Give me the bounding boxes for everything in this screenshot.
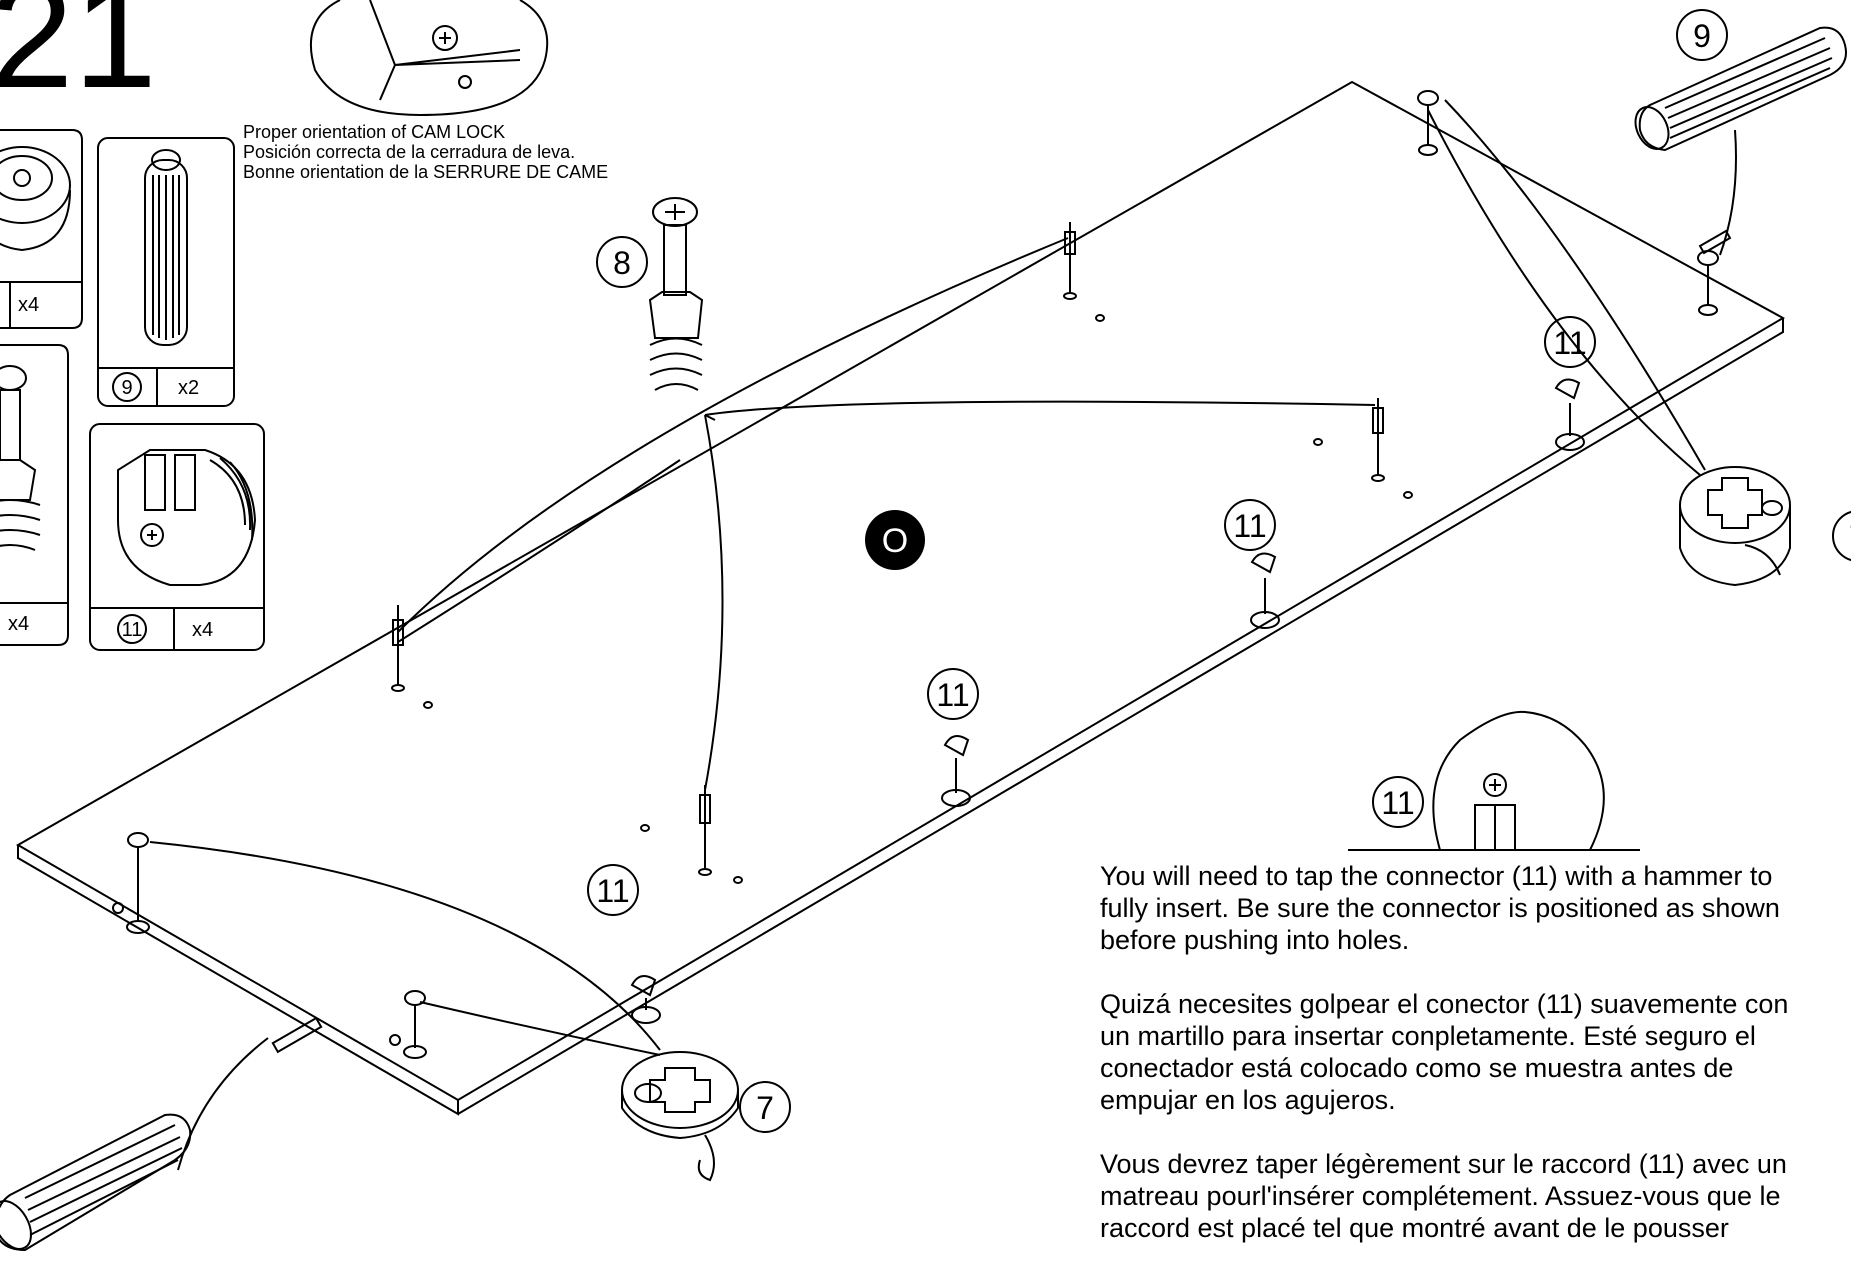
callout-11-d: 11 [1553,325,1586,361]
callout-11-c: 11 [1233,508,1266,544]
callout-circle-8 [596,236,648,288]
dowel-large-drawing [1634,26,1847,152]
instructions-en: You will need to tap the connector (11) … [1100,860,1788,956]
parts-list-connector-drawing [117,449,257,586]
panel-label-badge [865,510,925,570]
parts-qty-4: x4 [192,619,213,641]
callout-circle-11-a [587,864,639,916]
callout-7-bottom: 7 [756,1090,774,1126]
orientation-note: Proper orientation of CAM LOCK Posición … [243,122,608,182]
parts-part-9: 9 [121,377,132,399]
instructions-es-line: conectador está colocado como se muestra… [1100,1053,1734,1083]
callout-circle-9-list [112,372,142,402]
dowel-inserted-right [1698,229,1732,255]
parts-qty-3: x4 [8,613,29,635]
panel-front-edge [17,845,459,1116]
instructions-es-line: Quizá necesites golpear el conector (11)… [1100,989,1789,1019]
parts-list-dowel-drawing [144,149,188,346]
callout-11-b: 11 [936,677,969,713]
instructions-fr-line: Vous devrez taper légèrement sur le racc… [1100,1149,1787,1179]
callout-circle-9 [1676,9,1728,61]
parts-box-3 [0,344,69,646]
instructions-fr: Vous devrez taper légèrement sur le racc… [1100,1148,1788,1244]
step-number: 21 [0,0,157,119]
parts-list [0,129,265,651]
parts-box-1 [0,129,83,329]
dowel-large-bottom-drawing [0,1113,192,1252]
callout-circle-11-d [1544,316,1596,368]
cam-lock-positions [126,90,1719,1059]
callout-circle-7-right [1832,510,1851,562]
cam-bolt-positions [391,222,1385,876]
parts-part-11: 11 [122,619,143,641]
instructions-es-line: un martillo para insertar conpletamente.… [1100,1021,1756,1051]
parts-box-dowel [97,137,235,407]
callout-7-right: 7 [1849,519,1851,555]
callout-11-a: 11 [596,873,629,909]
panel-right-edge [457,318,1784,1115]
instructions-es-line: empujar en los agujeros. [1100,1085,1396,1115]
cam-lock-large-right [1679,466,1791,587]
parts-list-cam-bolt-drawing [0,365,41,551]
dowel-inserted-left [271,1016,323,1054]
callout-circle-11-list [117,614,147,644]
small-holes [112,314,1413,1046]
callout-circle-7-bottom [739,1081,791,1133]
instructions-fr-line: matreau pourl'insérer complétement. Assu… [1100,1181,1781,1211]
orientation-detail [309,0,549,117]
callout-circle-11-c [1224,499,1276,551]
panel-o [15,80,1786,1116]
instructions-en-line: fully insert. Be sure the connector is p… [1100,893,1780,923]
leader-lines [149,99,1737,1171]
connector-detail [1348,710,1640,851]
callout-circle-11-detail [1372,776,1424,828]
instructions-en-line: You will need to tap the connector (11) … [1100,861,1773,891]
parts-box-connector [89,423,265,651]
parts-list-cam-lock-drawing [0,146,71,252]
callout-circle-11-b [927,668,979,720]
orientation-note-en: Proper orientation of CAM LOCK [243,122,506,142]
parts-qty-2: x2 [178,377,199,399]
instructions: You will need to tap the connector (11) … [1100,860,1788,1276]
instructions-en-line: before pushing into holes. [1100,925,1410,955]
connector-positions [630,378,1585,1024]
cam-bolt-large-drawing [648,197,704,391]
instructions-es: Quizá necesites golpear el conector (11)… [1100,988,1788,1116]
cam-lock-large-bottom [621,1051,739,1182]
orientation-note-es: Posición correcta de la cerradura de lev… [243,142,576,162]
parts-qty-1: x4 [18,294,39,316]
instructions-fr-line: raccord est placé tel que montré avant d… [1100,1213,1729,1243]
orientation-note-fr: Bonne orientation de la SERRURE DE CAME [243,162,609,182]
panel-label: O [882,522,908,560]
callout-9: 9 [1693,18,1711,54]
callout-circles [112,9,1851,1133]
callout-8: 8 [613,245,631,281]
callout-11-detail: 11 [1381,785,1414,821]
